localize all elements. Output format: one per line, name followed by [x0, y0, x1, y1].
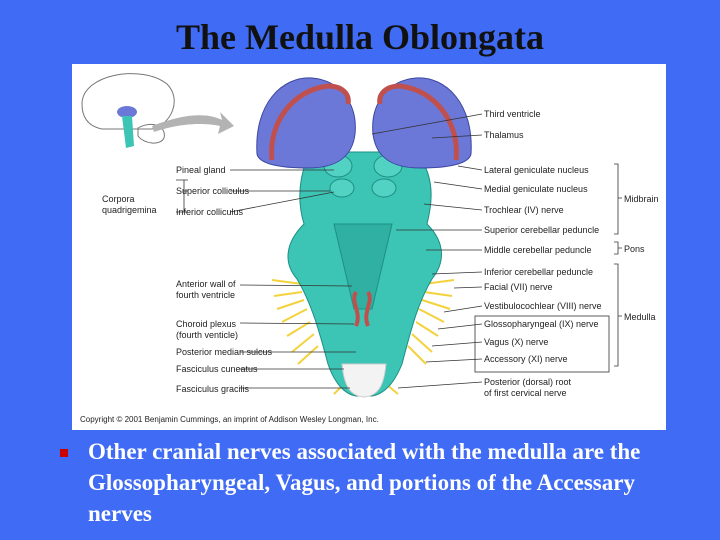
label-medial-geniculate: Medial geniculate nucleus: [484, 184, 588, 194]
label-corpora: Corpora: [102, 194, 135, 204]
label-superior-colliculus: Superior colliculus: [176, 186, 250, 196]
fourth-ventricle-shape: [333, 223, 393, 310]
choroid-plexus-shape: [352, 290, 372, 327]
bullet-text: Other cranial nerves associated with the…: [88, 439, 641, 526]
slide-title: The Medulla Oblongata: [175, 17, 545, 57]
label-facial: Facial (VII) nerve: [484, 282, 553, 292]
label-vagus: Vagus (X) nerve: [484, 337, 548, 347]
figure-copyright: Copyright © 2001 Benjamin Cummings, an i…: [80, 415, 379, 424]
label-glossopharyngeal: Glossopharyngeal (IX) nerve: [484, 319, 599, 329]
right-ventricle-rim: [377, 83, 459, 161]
label-fasciculus-gracilis: Fasciculus gracilis: [176, 384, 250, 394]
label-inferior-colliculus: Inferior colliculus: [176, 207, 244, 217]
label-trochlear: Trochlear (IV) nerve: [484, 205, 564, 215]
thalamus-left-shape: [256, 77, 356, 169]
label-accessory: Accessory (XI) nerve: [484, 354, 568, 364]
label-midbrain: Midbrain: [624, 194, 659, 204]
label-pons: Pons: [624, 244, 645, 254]
label-vestibulocochlear: Vestibulocochlear (VIII) nerve: [484, 301, 602, 311]
label-medulla: Medulla: [624, 312, 656, 322]
inferior-colliculus-shape: [329, 178, 355, 198]
label-anterior-wall: Anterior wall of: [176, 279, 236, 289]
brain-inset-icon: [81, 73, 175, 148]
label-pineal-gland: Pineal gland: [176, 165, 226, 175]
label-third-ventricle: Third ventricle: [484, 109, 541, 119]
leader-lines: [176, 113, 622, 389]
label-fasciculus-cuneatus: Fasciculus cuneatus: [176, 364, 258, 374]
left-ventricle-rim: [269, 83, 351, 161]
thalamus-right-shape: [372, 77, 472, 169]
brainstem-illustration: Pineal gland Corpora quadrigemina Superi…: [80, 73, 659, 424]
label-fourth-venticle: (fourth venticle): [176, 330, 238, 340]
brainstem-figure: Pineal gland Corpora quadrigemina Superi…: [72, 64, 666, 430]
label-middle-cerebellar: Middle cerebellar peduncle: [484, 245, 592, 255]
pointer-arrow-icon: [152, 112, 234, 134]
label-first-cervical: of first cervical nerve: [484, 388, 567, 398]
label-posterior-median-sulcus: Posterior median sulcus: [176, 347, 273, 357]
bullet-square-icon: [60, 449, 68, 457]
label-choroid-plexus: Choroid plexus: [176, 319, 237, 329]
highlight-box: [474, 315, 610, 373]
inferior-colliculus-shape: [371, 178, 397, 198]
label-fourth-ventricle: fourth ventricle: [176, 290, 235, 300]
spinal-cord-shape: [341, 363, 387, 398]
label-posterior-root: Posterior (dorsal) root: [484, 377, 572, 387]
label-thalamus: Thalamus: [484, 130, 524, 140]
label-lateral-geniculate: Lateral geniculate nucleus: [484, 165, 589, 175]
label-inferior-cerebellar: Inferior cerebellar peduncle: [484, 267, 593, 277]
label-superior-cerebellar: Superior cerebellar peduncle: [484, 225, 599, 235]
label-quadrigemina: quadrigemina: [102, 205, 157, 215]
